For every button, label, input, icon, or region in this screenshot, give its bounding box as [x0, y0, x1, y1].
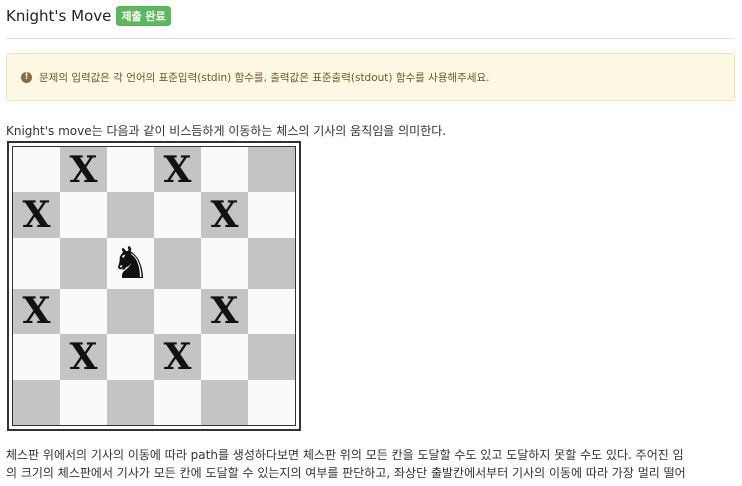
chessboard-square [60, 192, 107, 238]
chessboard-square [13, 147, 60, 193]
problem-description-line-2: 의 크기의 체스판에서 기사가 모든 칸에 도달할 수 있는지의 여부를 판단하… [6, 466, 686, 480]
chessboard-square [201, 379, 248, 425]
knight-move-target-mark: X [22, 290, 51, 333]
knight-move-target-mark: X [163, 335, 192, 378]
chessboard-square [154, 379, 201, 425]
chessboard-square [107, 192, 154, 238]
chessboard-square: X [154, 147, 201, 193]
chessboard-square: X [60, 334, 107, 380]
chessboard-square: X [154, 334, 201, 380]
chessboard-square [154, 237, 201, 289]
knight-move-target-mark: X [163, 148, 192, 191]
exclamation-circle-icon: ! [21, 71, 32, 83]
notice-text: 문제의 입력값은 각 언어의 표준입력(stdin) 함수를, 출력값은 표준출… [39, 71, 490, 84]
chessboard-square [248, 147, 295, 193]
chessboard-square [201, 334, 248, 380]
chessboard-square [107, 379, 154, 425]
knight-move-target-mark: X [22, 194, 51, 237]
chessboard-square [60, 288, 107, 335]
chessboard-square: ♞ [107, 237, 154, 289]
chessboard-square: X [201, 288, 248, 335]
chessboard-square [248, 334, 295, 380]
chessboard-square [60, 379, 107, 425]
chessboard-square [107, 147, 154, 193]
chessboard-square [13, 237, 60, 289]
submission-status-badge: 제출 완료 [116, 6, 171, 26]
knight-move-target-mark: X [210, 290, 239, 333]
chessboard-square: X [60, 147, 107, 193]
knight-move-target-mark: X [69, 335, 98, 378]
header-divider [6, 38, 734, 39]
chessboard-square [13, 379, 60, 425]
chessboard-square [60, 237, 107, 289]
problem-intro-text: Knight's move는 다음과 같이 비스듬하게 이동하는 체스의 기사의… [6, 124, 447, 138]
input-output-notice: ! 문제의 입력값은 각 언어의 표준입력(stdin) 함수를, 출력값은 표… [6, 53, 735, 101]
chessboard-square [154, 288, 201, 335]
chessboard-square [248, 237, 295, 289]
problem-description-line-1: 체스판 위에서의 기사의 이동에 따라 path를 생성하다보면 체스판 위의 … [6, 448, 684, 462]
chessboard-square: X [201, 192, 248, 238]
chessboard-square [248, 379, 295, 425]
problem-title: Knight's Move [6, 7, 112, 25]
knight-move-target-mark: X [69, 148, 98, 191]
chessboard-square: X [13, 192, 60, 238]
chessboard-square [154, 192, 201, 238]
chessboard-square [13, 334, 60, 380]
chessboard-square [248, 288, 295, 335]
problem-header: Knight's Move 제출 완료 [6, 6, 171, 26]
knight-move-target-mark: X [210, 194, 239, 237]
chessboard-square [107, 334, 154, 380]
chessboard-square: X [13, 288, 60, 335]
chessboard-square [107, 288, 154, 335]
knight-piece-icon: ♞ [110, 237, 151, 289]
chessboard-square [201, 147, 248, 193]
chessboard-square [201, 237, 248, 289]
chessboard-square [248, 192, 295, 238]
